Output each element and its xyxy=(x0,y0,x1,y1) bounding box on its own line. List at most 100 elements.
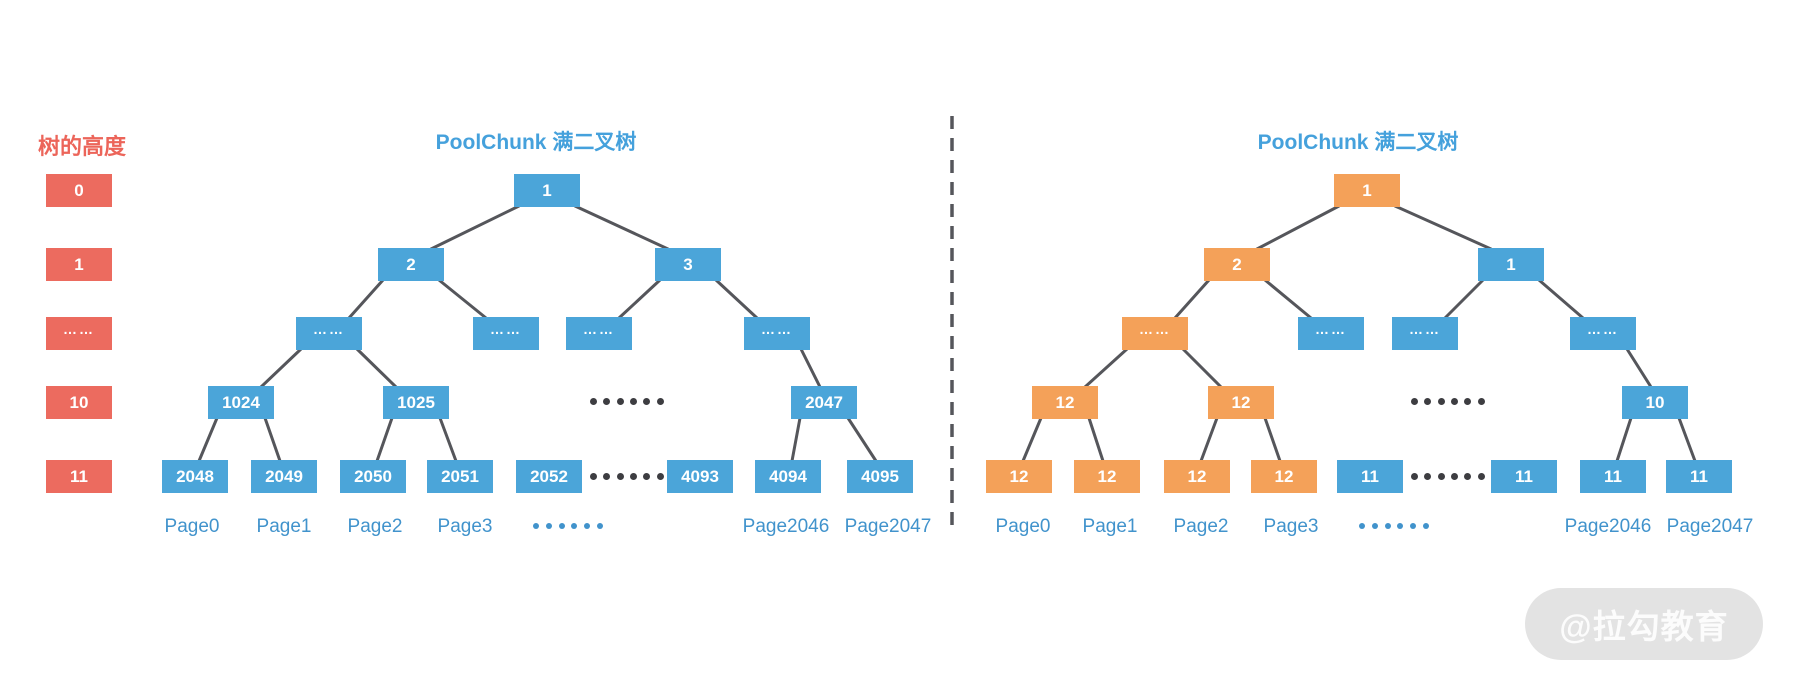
tree-node: 1024 xyxy=(208,386,274,419)
ellipsis-label: …… xyxy=(490,321,522,337)
dot xyxy=(532,523,539,529)
height-badge: 1 xyxy=(46,248,112,281)
tree-node: …… xyxy=(1392,317,1458,350)
dot xyxy=(1358,523,1365,529)
ellipsis-dots xyxy=(530,523,607,529)
tree-node: 1 xyxy=(1334,174,1400,207)
tree-node: 12 xyxy=(1074,460,1140,493)
tree-node: 4095 xyxy=(847,460,913,493)
tree-edge xyxy=(438,416,458,463)
dot xyxy=(589,398,597,405)
tree-edge xyxy=(714,278,759,320)
tree-edge xyxy=(437,278,488,320)
tree-node: 4094 xyxy=(755,460,821,493)
tree-edge xyxy=(1625,347,1653,389)
tree-edge xyxy=(1087,416,1105,463)
dot xyxy=(589,473,597,480)
dot xyxy=(545,523,552,529)
page-label: Page2 xyxy=(1173,516,1229,537)
tree-edge xyxy=(1677,416,1697,463)
dot xyxy=(1437,473,1445,480)
tree-node: 12 xyxy=(986,460,1052,493)
ellipsis-dots xyxy=(587,398,667,405)
dot xyxy=(616,473,624,480)
dot xyxy=(656,473,664,480)
ellipsis-dots xyxy=(587,473,667,480)
tree-node: 12 xyxy=(1251,460,1317,493)
tree-node: 2048 xyxy=(162,460,228,493)
ellipsis-label: …… xyxy=(583,321,615,337)
dot xyxy=(1410,523,1417,529)
dot xyxy=(1451,473,1459,480)
tree-edge xyxy=(1173,278,1211,320)
ellipsis-label: …… xyxy=(761,321,793,337)
tree-edge xyxy=(355,347,398,389)
tree-edge xyxy=(259,347,303,389)
page-label: Page2047 xyxy=(1666,516,1754,537)
tree-edge xyxy=(347,278,385,320)
dot xyxy=(603,473,611,480)
tree-edge xyxy=(1199,416,1219,463)
dot xyxy=(630,398,638,405)
tree-edge xyxy=(1263,416,1282,463)
tree-edge xyxy=(617,278,662,320)
dot xyxy=(1424,398,1432,405)
dot xyxy=(558,523,565,529)
dot xyxy=(1410,473,1418,480)
dot xyxy=(1422,523,1429,529)
tree-node: 4093 xyxy=(667,460,733,493)
tree-node: 11 xyxy=(1666,460,1732,493)
ellipsis-label: …… xyxy=(1587,321,1619,337)
tree-edge xyxy=(197,416,219,463)
tree-node: 2050 xyxy=(340,460,406,493)
ellipsis-label: …… xyxy=(63,321,95,337)
tree-edge xyxy=(263,416,282,463)
tree-node: …… xyxy=(1570,317,1636,350)
dot xyxy=(1410,398,1418,405)
page-label: Page1 xyxy=(256,516,312,537)
dot xyxy=(616,398,624,405)
dot xyxy=(1424,473,1432,480)
tree-edge xyxy=(1537,278,1585,320)
tree-edge xyxy=(790,416,802,463)
page-label: Page1 xyxy=(1082,516,1138,537)
tree-node: 1 xyxy=(514,174,580,207)
tree-edge xyxy=(1263,278,1313,320)
tree-node: …… xyxy=(566,317,632,350)
dot xyxy=(643,398,651,405)
ellipsis-dots xyxy=(1408,398,1488,405)
ellipsis-label: …… xyxy=(313,321,345,337)
tree-node: 2 xyxy=(1204,248,1270,281)
page-label: Page0 xyxy=(995,516,1051,537)
dot xyxy=(596,523,603,529)
page-label: Page2046 xyxy=(742,516,830,537)
tree-node: 12 xyxy=(1032,386,1098,419)
height-badge: 0 xyxy=(46,174,112,207)
dot xyxy=(1477,398,1485,405)
watermark-badge: @拉勾教育 xyxy=(1525,588,1763,660)
page-label: Page2046 xyxy=(1564,516,1652,537)
tree-node: 2052 xyxy=(516,460,582,493)
page-label: Page0 xyxy=(164,516,220,537)
tree-edge xyxy=(799,347,822,389)
tree-node: 3 xyxy=(655,248,721,281)
dot xyxy=(630,473,638,480)
tree-edge xyxy=(846,416,878,463)
ellipsis-label: …… xyxy=(1139,321,1171,337)
dot xyxy=(656,398,664,405)
tree-node: 11 xyxy=(1580,460,1646,493)
dot xyxy=(1477,473,1485,480)
tree-edge xyxy=(1443,278,1485,320)
dot xyxy=(1371,523,1378,529)
tree-edge xyxy=(375,416,394,463)
dot xyxy=(584,523,591,529)
ellipsis-label: …… xyxy=(1315,321,1347,337)
tree-edge xyxy=(1255,204,1341,251)
page-label: Page3 xyxy=(1263,516,1319,537)
tree-node: 12 xyxy=(1208,386,1274,419)
tree-edge xyxy=(573,204,670,251)
height-badge: …… xyxy=(46,317,112,350)
page-label: Page2047 xyxy=(844,516,932,537)
